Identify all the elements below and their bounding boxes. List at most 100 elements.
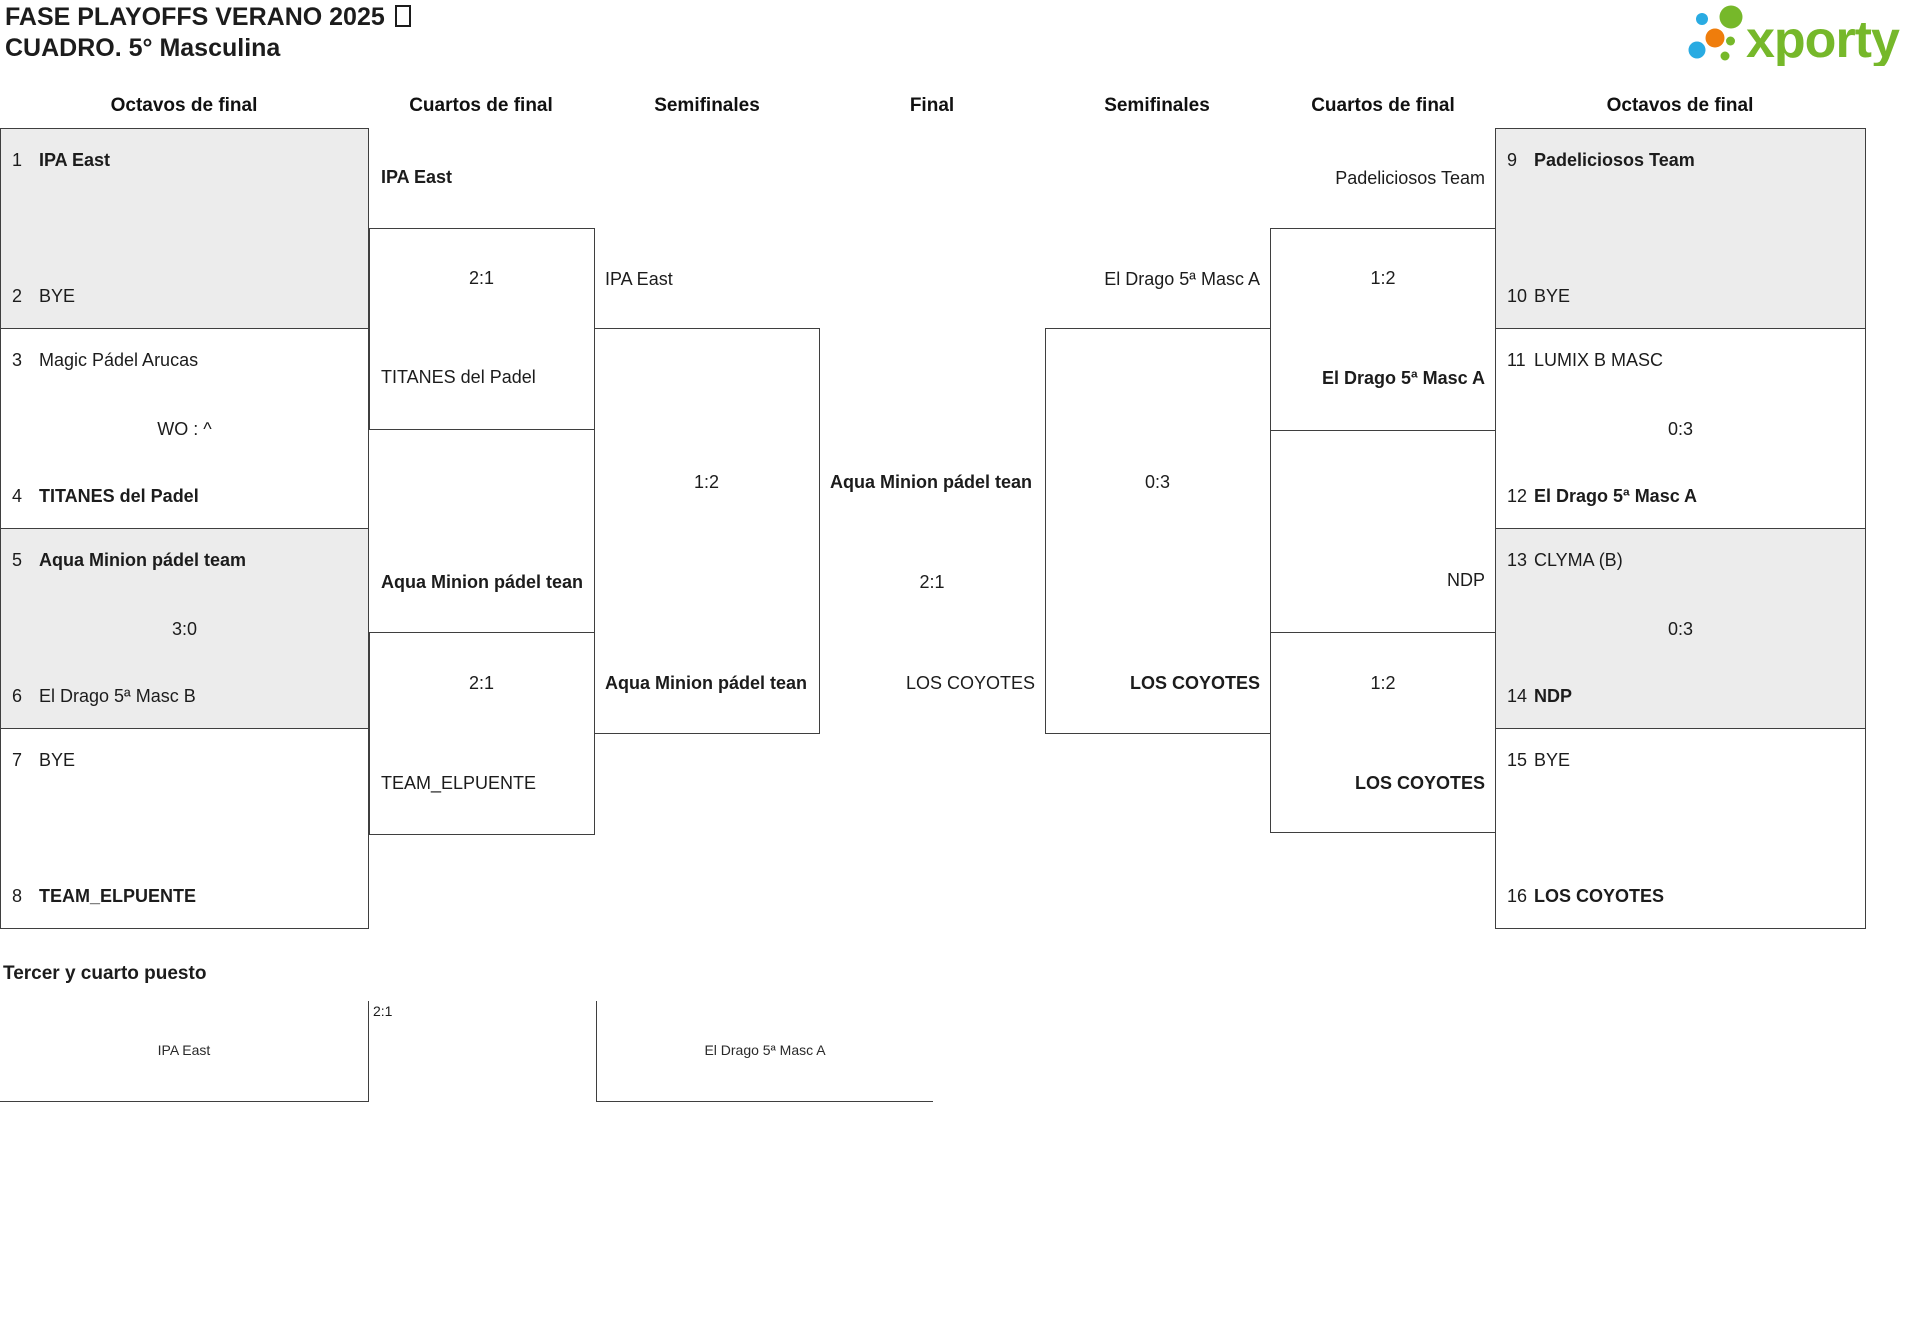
team-name: IPA East [381, 167, 453, 187]
team-name: NDP [1534, 686, 1573, 706]
final-winner: Aqua Minion pádel tean [830, 472, 1033, 492]
round-header-octavos-right: Octavos de final [1606, 95, 1754, 116]
page-title: FASE PLAYOFFS VERANO 2025 [5, 2, 411, 32]
team-name: Magic Pádel Arucas [39, 350, 199, 370]
round-header-cuartos-right: Cuartos de final [1311, 95, 1455, 116]
round-header-semifinales-left: Semifinales [654, 95, 760, 116]
team-name: Aqua Minion pádel tean [381, 572, 584, 592]
seed-number: 16 [1507, 886, 1528, 906]
round-header-octavos-left: Octavos de final [110, 95, 258, 116]
team-name: TITANES del Padel [39, 486, 199, 506]
third-place-bracket-right: El Drago 5ª Masc A [596, 1001, 933, 1102]
seed-number: 7 [12, 750, 23, 770]
bracket-box-quarterfinal-left-1 [369, 228, 595, 430]
third-place-score: 2:1 [373, 1003, 393, 1019]
round-header-final: Final [909, 95, 955, 116]
match-score: 0:3 [1667, 419, 1694, 439]
match-score: WO : ^ [157, 419, 212, 439]
team-name: El Drago 5ª Masc A [1321, 368, 1485, 388]
match-box-octavos-8: 15 BYE 16 LOS COYOTES [1495, 728, 1866, 929]
seed-number: 10 [1507, 286, 1528, 306]
final-score: 2:1 [919, 572, 945, 592]
participant-row: 13 CLYMA (B) [1507, 548, 1861, 573]
logo-dot-orange [1705, 28, 1725, 48]
team-name: BYE [39, 286, 76, 306]
team-name: IPA East [605, 269, 673, 289]
logo-wordmark: xporty [1746, 11, 1900, 66]
bracket-box-quarterfinal-left-2 [369, 632, 595, 835]
seed-number: 6 [12, 686, 23, 706]
round-header-cuartos-left: Cuartos de final [409, 95, 553, 116]
participant-row: 1 IPA East [12, 148, 364, 173]
team-name: BYE [1534, 750, 1571, 770]
seed-number: 11 [1507, 350, 1526, 370]
team-name: IPA East [39, 150, 111, 170]
seed-number: 5 [12, 550, 23, 570]
team-name: TEAM_ELPUENTE [39, 886, 197, 906]
team-name: IPA East [157, 1042, 211, 1058]
participant-row: 10 BYE [1507, 284, 1861, 309]
match-score: 0:3 [1667, 619, 1694, 639]
match-score: 1:2 [1370, 673, 1396, 693]
xporty-logo[interactable]: xporty [1674, 2, 1920, 66]
match-box-octavos-4: 7 BYE 8 TEAM_ELPUENTE [0, 728, 369, 929]
seed-number: 15 [1507, 750, 1528, 770]
team-name: El Drago 5ª Masc B [39, 686, 196, 706]
logo-dot-green-small [1720, 51, 1730, 61]
participant-row: 2 BYE [12, 284, 364, 309]
team-name: Padeliciosos Team [1534, 150, 1695, 170]
seed-number: 9 [1507, 150, 1518, 170]
match-score: 2:1 [468, 268, 495, 288]
seed-number: 4 [12, 486, 23, 506]
third-place-bracket-left: IPA East [0, 1001, 369, 1102]
seed-number: 2 [12, 286, 23, 306]
team-name: NDP [1446, 570, 1485, 590]
logo-dot-blue-big [1688, 41, 1706, 59]
seed-number: 8 [12, 886, 23, 906]
bracket-box-semifinal-left [594, 328, 820, 734]
team-name: El Drago 5ª Masc A [704, 1042, 826, 1058]
team-name: LOS COYOTES [1354, 773, 1485, 793]
team-name: LOS COYOTES [1129, 673, 1260, 693]
participant-row: 15 BYE [1507, 748, 1861, 773]
participant-row: 4 TITANES del Padel [12, 484, 364, 509]
team-name: El Drago 5ª Masc A [1534, 486, 1698, 506]
team-name: Aqua Minion pádel tean [605, 673, 808, 693]
match-box-octavos-5: 9 Padeliciosos Team 10 BYE [1495, 128, 1866, 329]
match-score: 1:2 [693, 472, 720, 492]
team-name: TITANES del Padel [381, 367, 536, 387]
team-name: El Drago 5ª Masc A [1104, 269, 1260, 289]
round-header-semifinales-right: Semifinales [1104, 95, 1210, 116]
match-score: 0:3 [1144, 472, 1171, 492]
match-score: 1:2 [1370, 268, 1396, 288]
seed-number: 13 [1507, 550, 1528, 570]
missing-emoji-glyph [394, 5, 411, 27]
seed-number: 1 [12, 150, 23, 170]
team-name: CLYMA (B) [1534, 550, 1623, 570]
bracket-box-semifinal-right [1045, 328, 1271, 734]
final-loser: LOS COYOTES [905, 673, 1035, 693]
participant-row: 8 TEAM_ELPUENTE [12, 884, 364, 909]
third-place-heading: Tercer y cuarto puesto [3, 963, 207, 984]
team-name: BYE [39, 750, 76, 770]
match-score: 2:1 [468, 673, 495, 693]
match-box-octavos-1: 1 IPA East 2 BYE [0, 128, 369, 329]
participant-row: 6 El Drago 5ª Masc B [12, 684, 364, 709]
page-title-text: FASE PLAYOFFS VERANO 2025 [5, 3, 385, 31]
page-subtitle: CUADRO. 5° Masculina [5, 34, 281, 62]
team-name: LOS COYOTES [1534, 886, 1665, 906]
participant-row: 9 Padeliciosos Team [1507, 148, 1861, 173]
logo-dot-green-mid [1726, 36, 1735, 46]
team-name: LUMIX B MASC [1534, 350, 1664, 370]
bracket-box-quarterfinal-right-1 [1270, 228, 1496, 431]
team-name: BYE [1534, 286, 1571, 306]
